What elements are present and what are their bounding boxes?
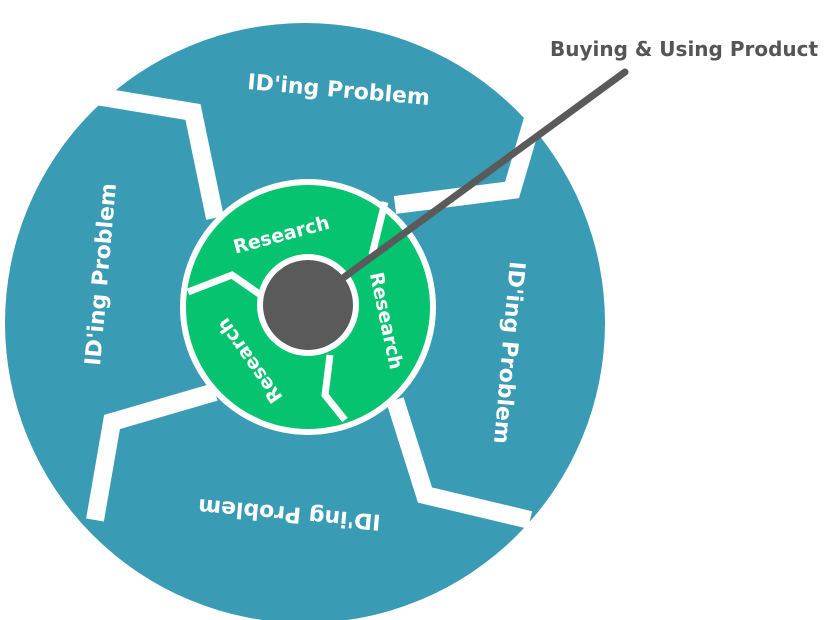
inner-separator-bottom <box>321 354 348 423</box>
inner-separator-top <box>368 201 389 256</box>
inner-separators <box>186 201 389 423</box>
outer-separators <box>86 86 549 529</box>
outer-separator-top-left <box>88 86 224 220</box>
outer-separator-top-right <box>393 92 549 214</box>
center-hub <box>263 260 353 350</box>
callout-label: Buying & Using Product <box>550 37 818 61</box>
outer-separator-bottom-left <box>86 383 218 522</box>
inner-separator-left <box>186 271 268 301</box>
callout-pointer <box>339 68 629 282</box>
outer-separator-bottom-right <box>386 397 533 529</box>
